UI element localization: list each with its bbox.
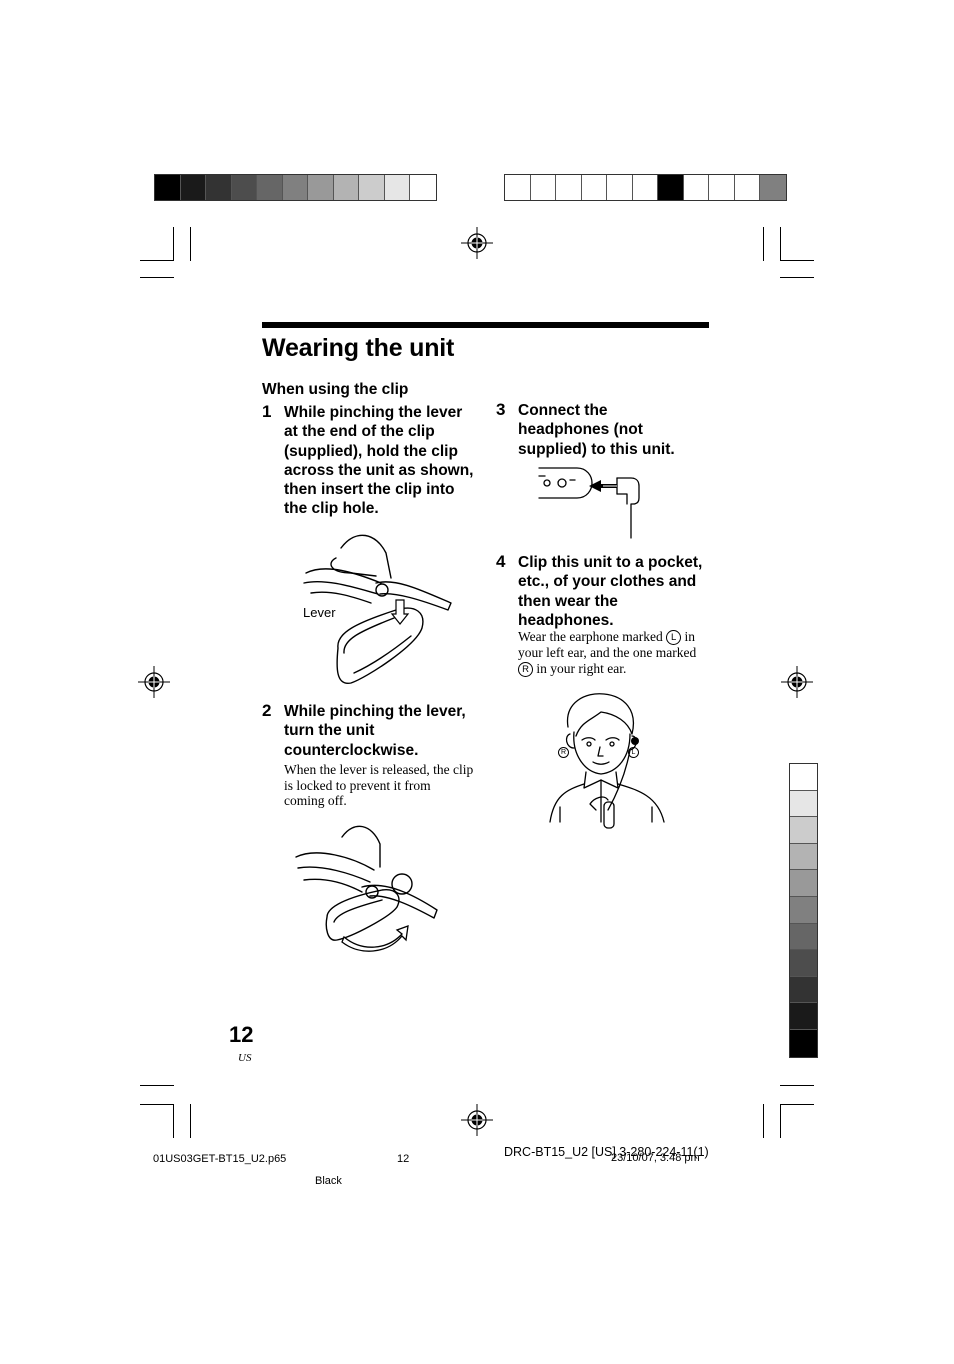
color-bar-side-swatch <box>790 870 817 897</box>
color-bar-top-right-swatch <box>505 175 531 200</box>
color-bar-top-left-swatch <box>257 175 283 200</box>
unit-rotation-illustration <box>295 825 438 952</box>
color-bar-top-left-swatch <box>155 175 181 200</box>
color-bar-side-swatch <box>790 1003 817 1030</box>
registration-mark-top <box>461 227 493 259</box>
step-2-note: When the lever is released, the clip is … <box>284 762 474 809</box>
clip-insertion-illustration <box>303 534 452 684</box>
color-bar-top-left-swatch <box>333 175 359 200</box>
color-bar-top-left-swatch <box>384 175 410 200</box>
step-3-number: 3 <box>496 400 506 419</box>
color-bar-top-right-swatch <box>658 175 684 200</box>
step-1-text: While pinching the lever at the end of t… <box>284 404 474 518</box>
registration-mark-left <box>138 666 170 698</box>
left-ear-label: L <box>628 742 639 760</box>
footer-page: 12 <box>397 1153 410 1165</box>
step-4-text: Clip this unit to a pocket, etc., of you… <box>518 554 703 629</box>
title-rule <box>262 322 709 328</box>
color-bar-top-right-swatch <box>632 175 658 200</box>
color-bar-top-left-swatch <box>359 175 385 200</box>
page-number: 12 <box>229 1022 254 1047</box>
step-4-note: Wear the earphone marked L in your left … <box>518 629 710 677</box>
footer-doc-code: DRC-BT15_U2 [US] 3-280-224-11(1) <box>504 1145 709 1159</box>
footer-ink: Black <box>315 1175 342 1187</box>
color-bar-top-right-swatch <box>556 175 582 200</box>
color-bar-top-left-swatch <box>308 175 334 200</box>
color-bar-top-left-swatch <box>282 175 308 200</box>
step-4-number: 4 <box>496 552 506 571</box>
color-bar-top-right <box>504 174 787 201</box>
color-bar-top-right-swatch <box>607 175 633 200</box>
color-bar-top-right-swatch <box>709 175 735 200</box>
color-bar-top-right-swatch <box>530 175 556 200</box>
color-bar-top-left-swatch <box>180 175 206 200</box>
registration-mark-bottom <box>461 1104 493 1136</box>
color-bar-top-right-swatch <box>581 175 607 200</box>
color-bar-side-swatch <box>790 896 817 924</box>
color-bar-top-left-swatch <box>231 175 257 200</box>
right-ear-label: R <box>558 742 569 760</box>
footer-date: 23/10/07, 3:48 pm <box>611 1152 700 1164</box>
footer-filename: 01US03GET-BT15_U2.p65 <box>153 1153 287 1165</box>
color-bar-top-left <box>154 174 437 201</box>
step-4-note-part3: in your right ear. <box>533 660 627 676</box>
color-bar-side-swatch <box>790 950 817 977</box>
color-bar-top-right-swatch <box>760 175 786 200</box>
color-bar-side <box>789 763 818 1058</box>
step-3-text: Connect the headphones (not supplied) to… <box>518 402 675 458</box>
right-ear-mark: R <box>518 661 533 677</box>
left-ear-mark: L <box>666 630 682 645</box>
step-2-text: While pinching the lever, turn the unit … <box>284 703 466 759</box>
color-bar-side-swatch <box>790 790 817 818</box>
page-title: Wearing the unit <box>262 334 455 362</box>
registration-mark-right <box>781 666 813 698</box>
step-1-number: 1 <box>262 402 272 421</box>
page-region: US <box>238 1052 252 1064</box>
color-bar-side-swatch <box>790 1029 817 1057</box>
person-wearing-headphones-illustration <box>549 693 665 829</box>
headphone-connection-illustration <box>538 467 640 539</box>
color-bar-side-swatch <box>790 843 817 871</box>
color-bar-top-right-swatch <box>683 175 709 200</box>
section-subheading: When using the clip <box>262 381 409 398</box>
lever-label: Lever <box>303 605 336 620</box>
color-bar-side-swatch <box>790 817 817 844</box>
step-4-note-part2: in your left ear, and the one marked <box>518 629 697 660</box>
color-bar-top-left-swatch <box>206 175 232 200</box>
color-bar-side-swatch <box>790 764 817 791</box>
step-4-note-part1: Wear the earphone marked <box>518 629 667 644</box>
color-bar-top-right-swatch <box>734 175 760 200</box>
color-bar-side-swatch <box>790 976 817 1004</box>
color-bar-side-swatch <box>790 923 817 951</box>
step-2-number: 2 <box>262 701 272 720</box>
color-bar-top-left-swatch <box>410 175 436 200</box>
